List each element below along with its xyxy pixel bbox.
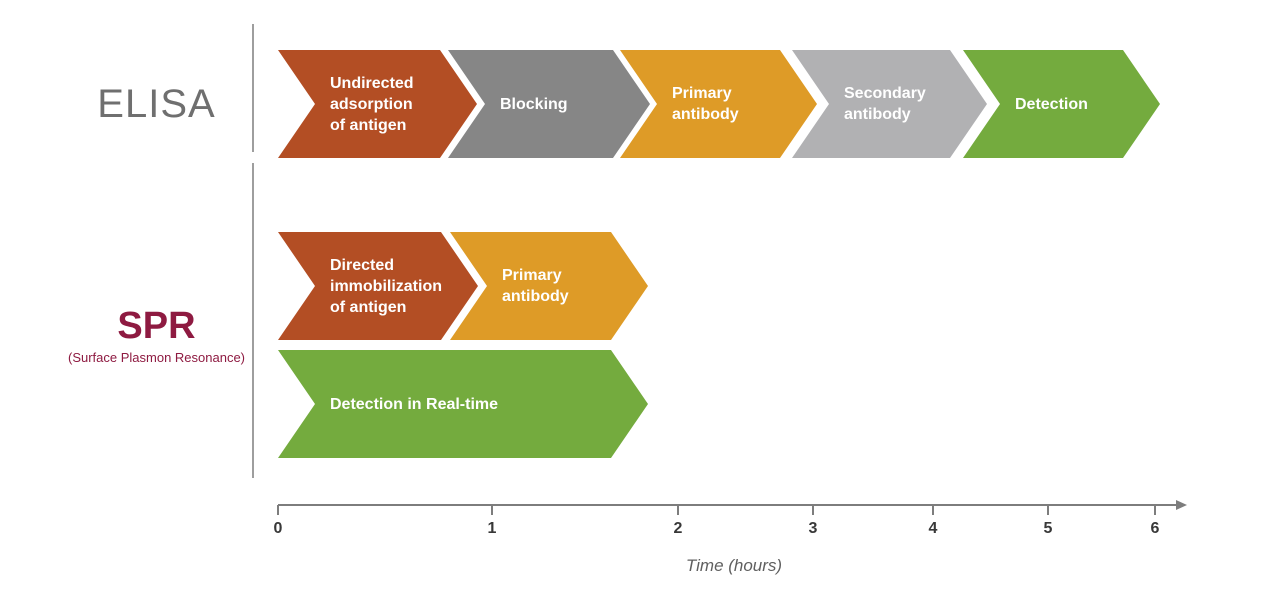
spr-step-label: Primary antibody xyxy=(502,267,569,305)
elisa-row-title: ELISA xyxy=(97,82,216,126)
elisa-step-label: Secondary antibody xyxy=(844,85,926,123)
spr-row-subtitle: (Surface Plasmon Resonance) xyxy=(67,350,246,365)
spr-row-title: SPR xyxy=(117,305,196,347)
elisa-step-detection: Detection xyxy=(963,50,1160,158)
axis-tick-label-0: 0 xyxy=(273,520,283,537)
axis-tick-3 xyxy=(812,505,814,515)
axis-tick-label-1: 1 xyxy=(487,520,497,537)
axis-tick-label-3: 3 xyxy=(808,520,818,537)
axis-tick-label-2: 2 xyxy=(673,520,683,537)
elisa-step-undirected-adsorption: Undirected adsorption of antigen xyxy=(278,50,477,158)
elisa-step-label: Undirected adsorption of antigen xyxy=(330,74,414,134)
time-axis-caption: Time (hours) xyxy=(685,556,783,575)
spr-step-detection-realtime: Detection in Real-time xyxy=(278,350,648,458)
axis-tick-label-4: 4 xyxy=(928,520,938,537)
axis-tick-4 xyxy=(932,505,934,515)
spr-step-directed-immobilization: Directed immobilization of antigen xyxy=(278,232,478,340)
spr-step-primary-antibody: Primary antibody xyxy=(450,232,648,340)
divider-line-top xyxy=(252,24,254,152)
elisa-step-label: Detection xyxy=(1015,95,1088,113)
spr-step-label: Directed immobilization of antigen xyxy=(330,256,442,316)
divider-line-bottom xyxy=(252,163,254,478)
axis-tick-2 xyxy=(677,505,679,515)
time-axis-arrowhead xyxy=(1176,500,1187,510)
axis-tick-label-5: 5 xyxy=(1043,520,1053,537)
elisa-step-secondary-antibody: Secondary antibody xyxy=(792,50,987,158)
elisa-step-label: Primary antibody xyxy=(672,85,739,123)
axis-tick-6 xyxy=(1154,505,1156,515)
axis-tick-5 xyxy=(1047,505,1049,515)
spr-step-label: Detection in Real-time xyxy=(330,395,499,413)
axis-tick-0 xyxy=(277,505,279,515)
elisa-step-label: Blocking xyxy=(500,95,568,113)
axis-tick-label-6: 6 xyxy=(1150,520,1160,537)
axis-tick-1 xyxy=(491,505,493,515)
elisa-step-blocking: Blocking xyxy=(448,50,650,158)
time-axis-line xyxy=(278,504,1178,506)
